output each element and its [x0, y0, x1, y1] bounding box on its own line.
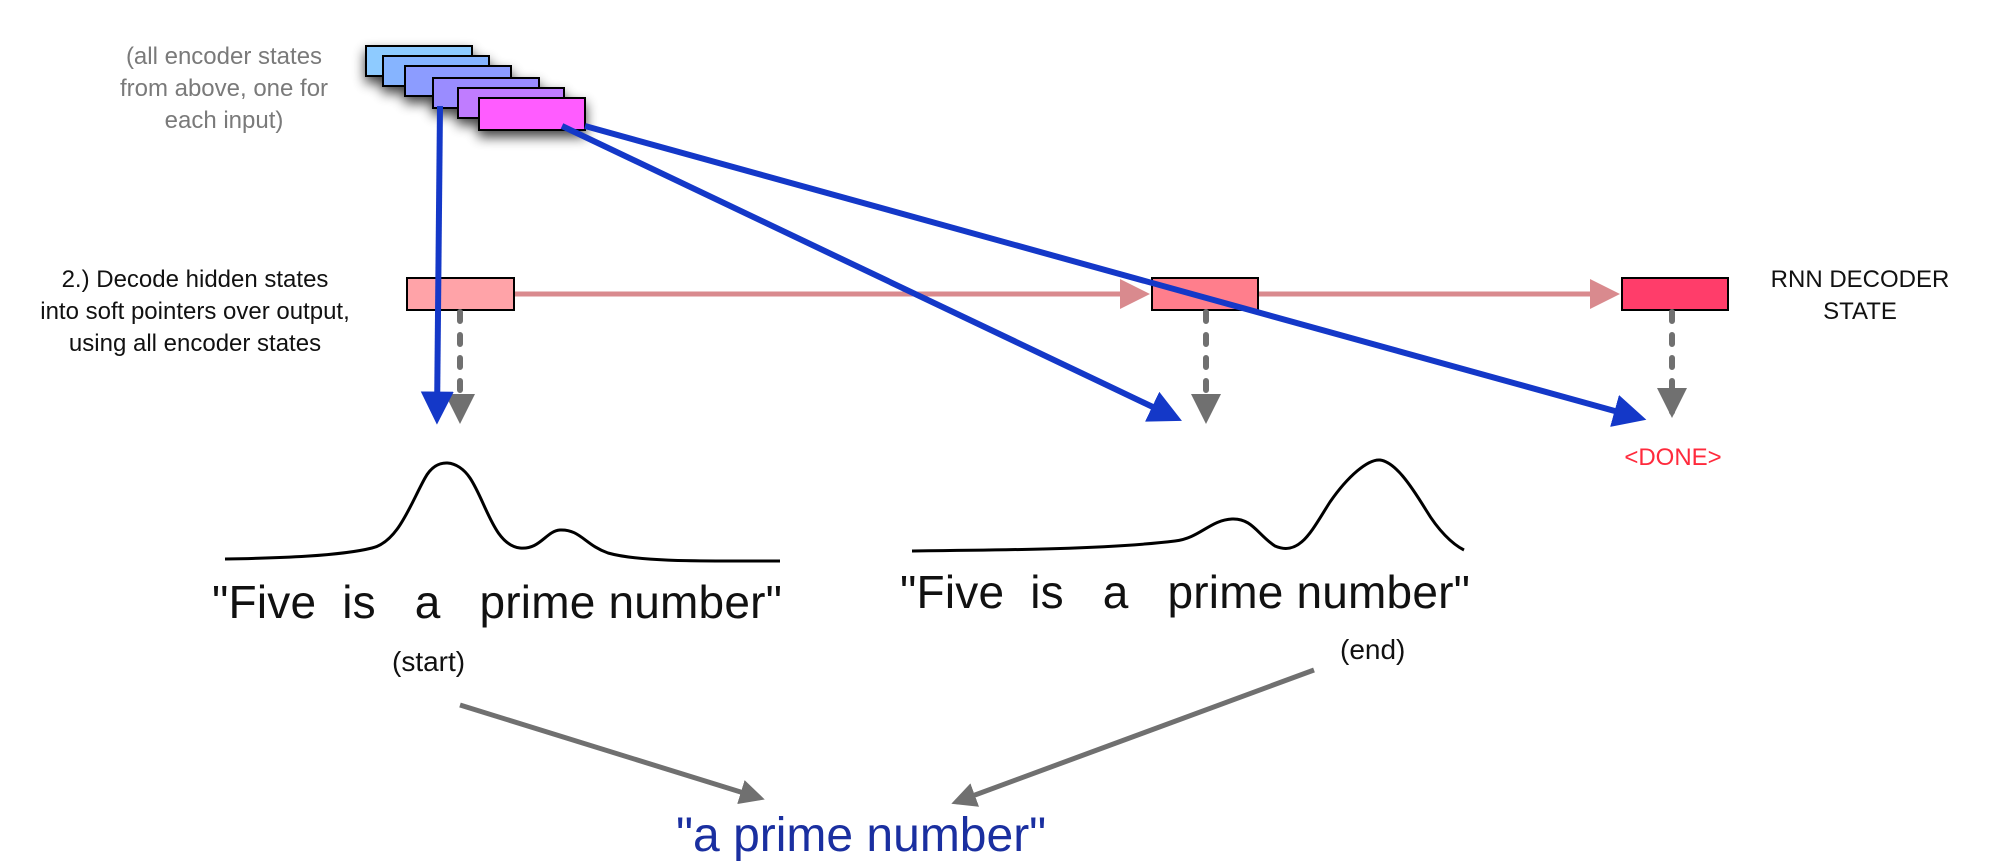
- start-label: (start): [392, 646, 466, 677]
- sentence-end: "Five is a prime number": [900, 566, 1471, 618]
- encoder-state-6: [478, 97, 586, 131]
- distribution-curve-end: [911, 458, 1465, 553]
- decoder-state-label-line-2: STATE: [1823, 298, 1897, 325]
- end-label: (end): [1340, 634, 1406, 665]
- distribution-curve-start: [224, 461, 781, 563]
- decode-step-note: 2.) Decode hidden states into soft point…: [10, 264, 380, 360]
- pointer-arrow-done: [584, 123, 1647, 427]
- pointer-arrow-start: [420, 105, 454, 425]
- result-span: "a prime number": [676, 809, 1047, 862]
- encoder-states-note: (all encoder states from above, one for …: [94, 41, 354, 137]
- pointer-arrow-end: [560, 123, 1182, 422]
- decoder-state-3: [1621, 277, 1729, 311]
- sentence-start: "Five is a prime number": [212, 576, 783, 628]
- decode-note-line-1: 2.) Decode hidden states: [61, 266, 329, 293]
- encoder-note-line-1: (all encoder states: [125, 43, 323, 70]
- done-token: <DONE>: [1624, 444, 1722, 471]
- decoder-state-label-line-1: RNN DECODER: [1770, 266, 1950, 293]
- decoder-state-1: [406, 277, 515, 311]
- decoder-state-label: RNN DECODER STATE: [1740, 264, 1980, 328]
- encoder-note-line-2: from above, one for: [119, 75, 329, 102]
- decode-note-line-3: using all encoder states: [68, 330, 322, 357]
- combine-arrow-end: [951, 667, 1315, 807]
- encoder-note-line-3: each input): [164, 107, 284, 134]
- combine-arrow-start: [459, 702, 765, 805]
- encoder-states-stack: [365, 45, 586, 131]
- decode-note-line-2: into soft pointers over output,: [40, 298, 350, 325]
